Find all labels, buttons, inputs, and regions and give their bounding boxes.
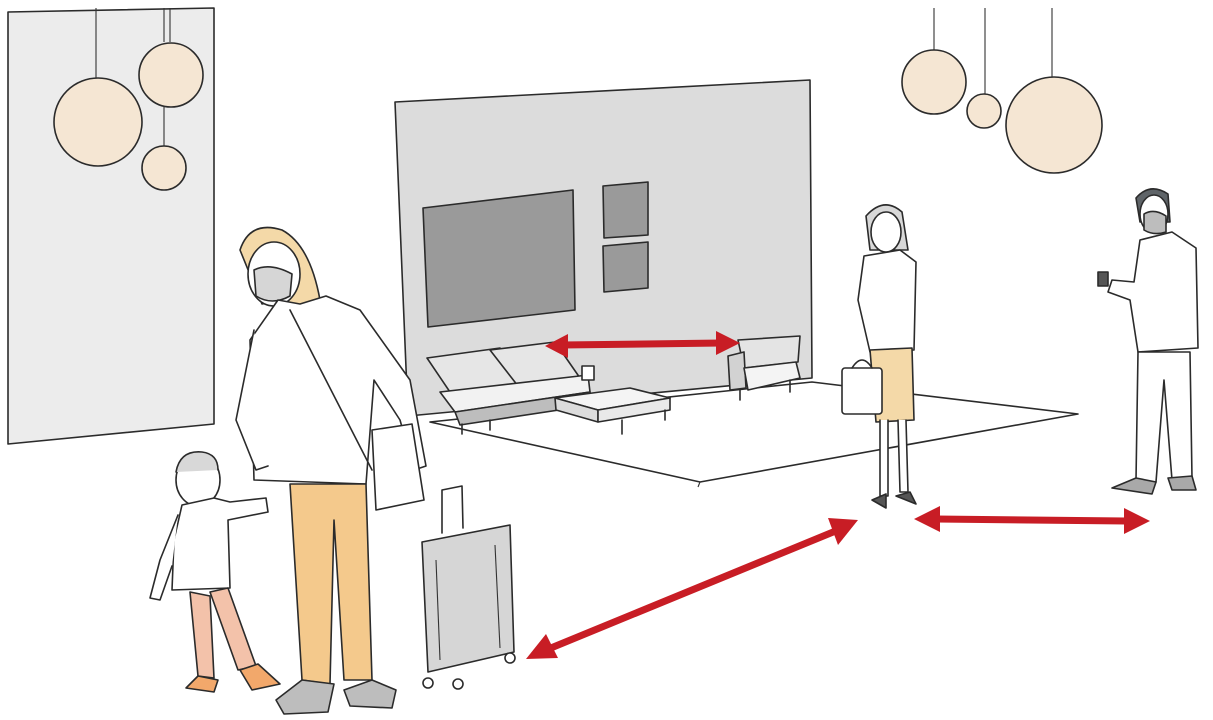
businesswoman xyxy=(842,205,916,508)
suitcase xyxy=(422,486,515,689)
distance-arrow-right xyxy=(936,519,1126,521)
child-figure xyxy=(150,452,280,692)
man-with-phone xyxy=(1098,189,1198,494)
woman-figure xyxy=(236,228,426,715)
distance-arrow-diagonal xyxy=(546,530,838,650)
distance-arrow-wall xyxy=(562,343,722,345)
pendant-lamps-right xyxy=(902,8,1102,173)
